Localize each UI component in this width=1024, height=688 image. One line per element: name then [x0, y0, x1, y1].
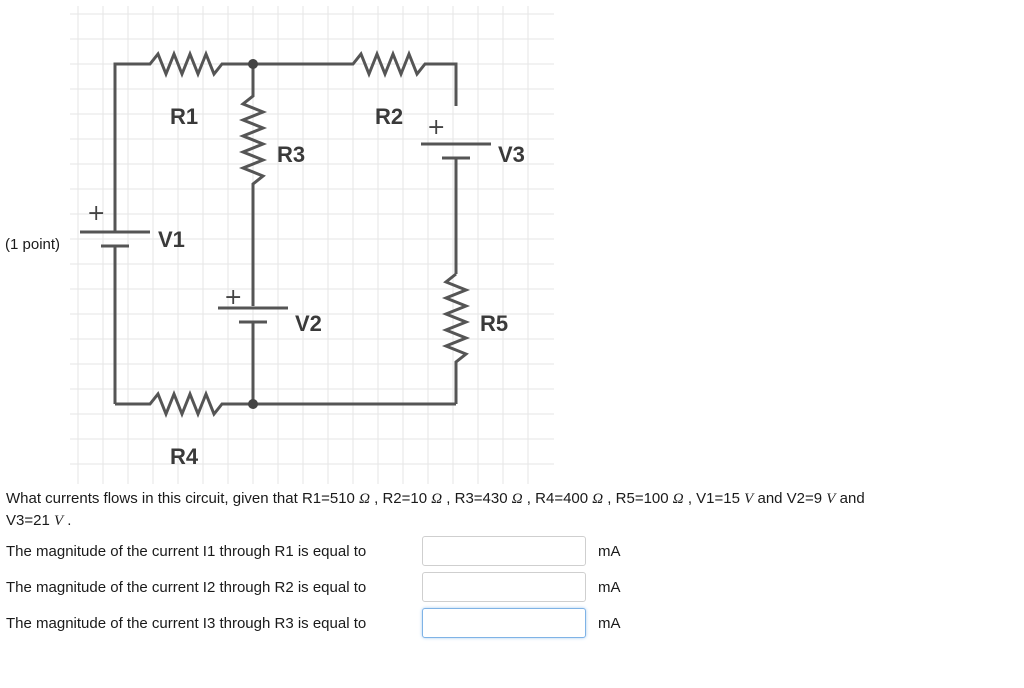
- v3-plus-sign: +: [427, 115, 445, 140]
- question-part: and V2=9: [753, 490, 827, 507]
- ohm-symbol: Ω: [431, 491, 443, 507]
- circuit-wires: [113, 49, 471, 419]
- v1-label: V1: [158, 227, 185, 252]
- r2-label: R2: [375, 104, 403, 129]
- current-i3-label: The magnitude of the current I3 through …: [6, 615, 367, 632]
- separator: ,: [442, 490, 455, 507]
- current-i2-input[interactable]: [422, 572, 586, 602]
- current-i2-unit: mA: [598, 579, 621, 596]
- question-part: What currents flows in this circuit, giv…: [6, 490, 360, 507]
- question-text: What currents flows in this circuit, giv…: [6, 488, 1016, 532]
- separator: ,: [603, 490, 616, 507]
- r4-label: R4: [170, 444, 199, 469]
- ohm-symbol: Ω: [359, 491, 370, 507]
- ohm-symbol: Ω: [592, 491, 604, 507]
- current-i3-input[interactable]: [422, 608, 586, 638]
- question-part: .: [63, 512, 72, 529]
- v2-label: V2: [295, 311, 322, 336]
- v3-label: V3: [498, 142, 525, 167]
- separator: ,: [683, 490, 697, 507]
- r5-label: R5: [480, 311, 508, 336]
- current-i3-unit: mA: [598, 615, 621, 632]
- question-part: R4=400: [535, 490, 593, 507]
- volt-symbol: V: [826, 491, 836, 507]
- question-part: V1=15: [696, 490, 745, 507]
- question-part: R5=100: [615, 490, 673, 507]
- question-part: R2=10: [382, 490, 432, 507]
- ohm-symbol: Ω: [672, 491, 684, 507]
- v1-plus-sign: +: [87, 201, 105, 226]
- circuit-diagram: + + + R1 R2 R3 R4 R5 V1 V2 V3: [70, 6, 554, 484]
- current-i1-input[interactable]: [422, 536, 586, 566]
- battery-symbols: [80, 142, 491, 324]
- separator: ,: [522, 490, 536, 507]
- current-i1-unit: mA: [598, 543, 621, 560]
- question-part: V3=21: [6, 512, 54, 529]
- volt-symbol: V: [53, 513, 64, 529]
- grid-background: [70, 6, 554, 484]
- r1-label: R1: [170, 104, 198, 129]
- r3-label: R3: [277, 142, 305, 167]
- point-value-label: (1 point): [5, 236, 61, 253]
- question-part: and: [835, 490, 865, 507]
- junction-dot: [248, 59, 258, 69]
- ohm-symbol: Ω: [511, 491, 523, 507]
- volt-symbol: V: [744, 491, 754, 507]
- current-i2-label: The magnitude of the current I2 through …: [6, 579, 367, 596]
- separator: ,: [369, 490, 383, 507]
- question-part: R3=430: [454, 490, 512, 507]
- junction-dot: [248, 399, 258, 409]
- current-i1-label: The magnitude of the current I1 through …: [6, 543, 367, 560]
- v2-plus-sign: +: [224, 285, 242, 310]
